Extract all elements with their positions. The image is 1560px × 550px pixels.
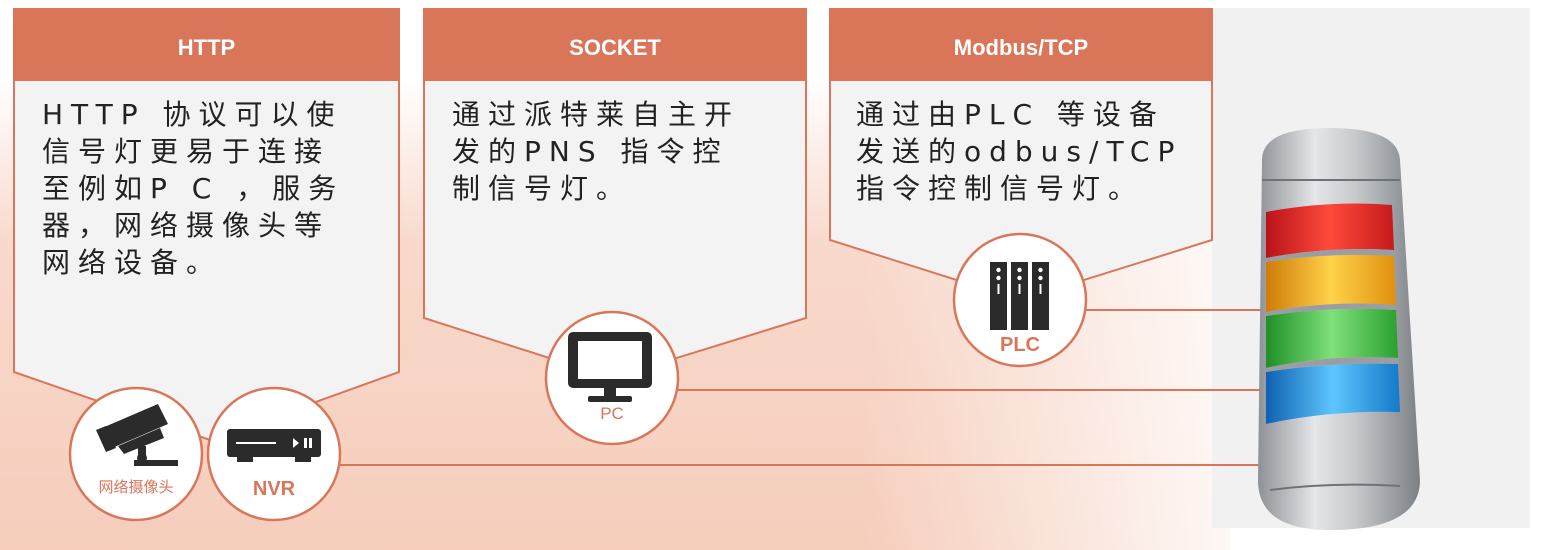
plc-icon xyxy=(990,262,1049,330)
panel-socket-header xyxy=(424,8,806,80)
panel-modbus-text: 通过由PLC 等设备 发送的odbus/TCP 指令控制信号灯。 xyxy=(856,98,1183,205)
lamp-blue xyxy=(1266,363,1400,424)
camera-node xyxy=(68,386,204,522)
camera-icon xyxy=(96,404,178,466)
nvr-icon xyxy=(227,429,321,462)
panel-modbus-title: Modbus/TCP xyxy=(953,35,1089,60)
panel-http-text: HTTP 协议可以使 信号灯更易于连接 至例如P C ，服务 器，网络摄像头等 … xyxy=(42,98,345,279)
panel-socket-title: SOCKET xyxy=(569,35,661,60)
panel-modbus-header xyxy=(830,8,1212,80)
pc-node xyxy=(544,310,680,446)
lamp-red xyxy=(1266,203,1394,258)
lamp-amber xyxy=(1266,254,1396,312)
monitor-icon xyxy=(568,332,652,402)
nvr-node xyxy=(206,386,342,522)
lamp-green xyxy=(1266,308,1398,368)
connection-lines xyxy=(340,309,1262,466)
signal-tower xyxy=(1258,128,1420,530)
plc-label: PLC xyxy=(1000,334,1040,356)
panel-socket-text: 通过派特莱自主开 发的PNS 指令控 制信号灯。 xyxy=(452,98,741,205)
panel-http-header xyxy=(14,8,399,80)
plc-node xyxy=(952,232,1088,368)
panel-socket xyxy=(423,8,807,380)
panel-http xyxy=(13,8,400,442)
panel-modbus xyxy=(829,8,1213,302)
panel-http-title: HTTP xyxy=(177,35,236,60)
pc-label: PC xyxy=(600,404,624,423)
nvr-label: NVR xyxy=(252,478,296,500)
camera-label: 网络摄像头 xyxy=(98,478,174,496)
